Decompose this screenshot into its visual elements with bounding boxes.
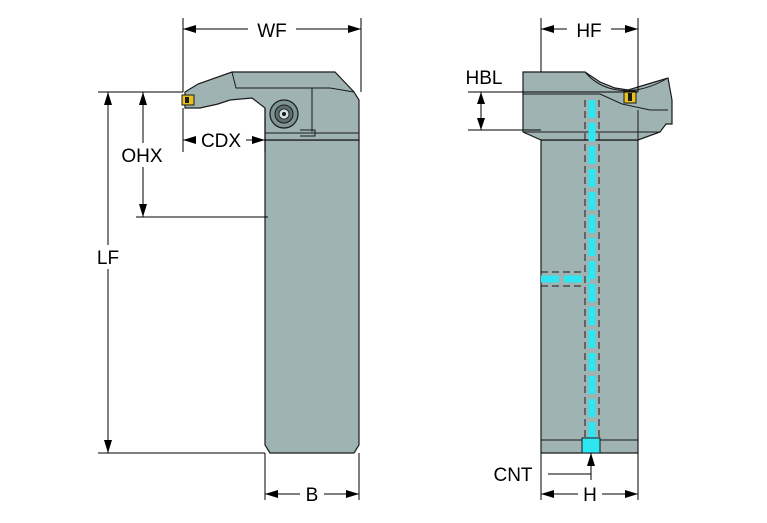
label-cdx: CDX [201, 131, 241, 152]
dimension-h [540, 453, 639, 505]
dimension-wf [182, 18, 362, 92]
cutting-insert-icon [181, 94, 195, 106]
dimension-lf [92, 92, 265, 454]
dimension-cdx [182, 108, 266, 152]
label-lf: LF [97, 248, 119, 269]
side-view-shank [264, 139, 360, 454]
coolant-channels [541, 100, 601, 454]
label-wf: WF [257, 21, 287, 42]
label-h: H [583, 485, 597, 506]
label-b: B [306, 485, 319, 506]
dimension-ohx [98, 91, 268, 218]
label-hbl: HBL [466, 68, 503, 89]
label-ohx: OHX [121, 146, 163, 167]
callout-cnt [548, 453, 595, 480]
front-insert-icon [623, 90, 637, 104]
front-view-head [522, 71, 673, 141]
dimension-hbl [468, 91, 638, 131]
label-cnt: CNT [493, 465, 532, 486]
dimension-hf [540, 18, 639, 92]
side-view: WF CDX OHX LF [92, 18, 362, 506]
dimension-b [264, 453, 360, 505]
label-hf: HF [576, 21, 601, 42]
coolant-connector-icon [269, 99, 299, 129]
front-view: HF HBL CNT H [466, 18, 673, 506]
